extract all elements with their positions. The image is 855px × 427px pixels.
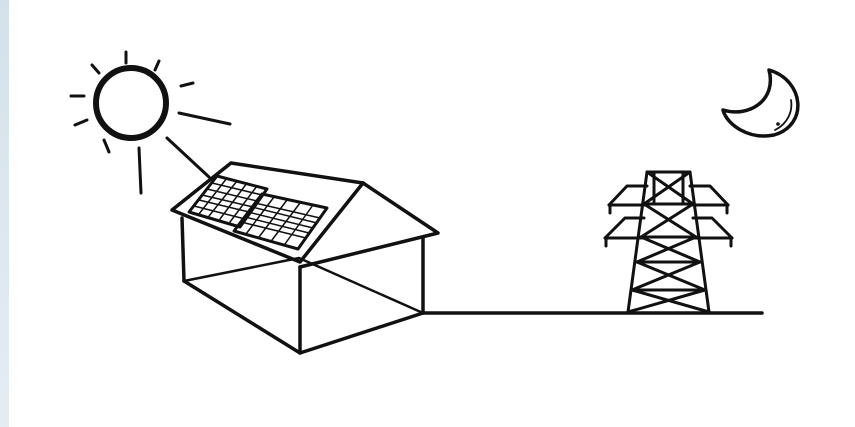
sun-icon [71,52,230,193]
moon-icon [723,70,798,136]
image-frame [9,0,855,427]
transmission-tower-icon [605,172,732,312]
illustration-panel [9,0,855,427]
solar-grid-illustration [9,0,855,427]
solar-panel-house-icon [172,163,438,353]
